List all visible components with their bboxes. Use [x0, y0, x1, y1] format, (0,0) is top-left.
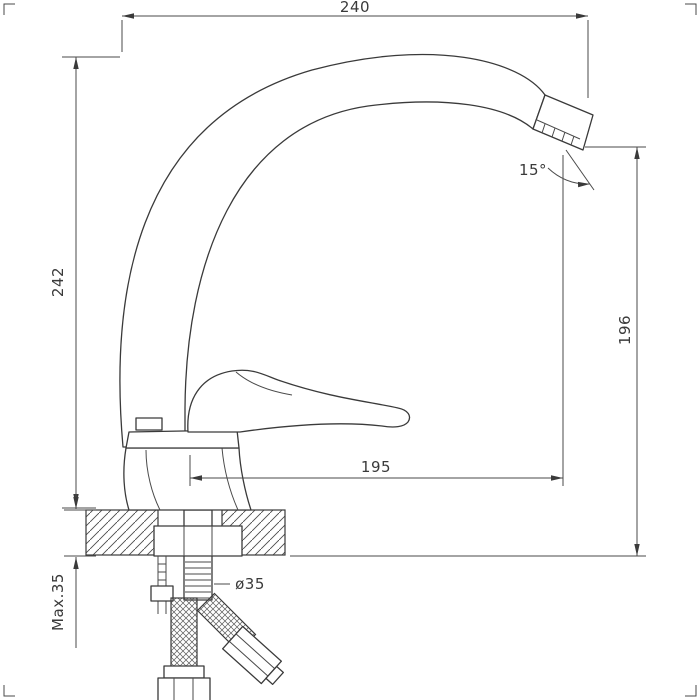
- hose-right-nut: [221, 625, 285, 686]
- dim-label-hole-diameter: ø35: [235, 575, 265, 593]
- dim-label-left-height: 242: [49, 267, 67, 297]
- supply-hoses: [157, 592, 285, 700]
- crop-mark-bottom-left: [3, 685, 15, 697]
- spout-tube: [119, 53, 546, 448]
- logo-plate: [135, 417, 163, 431]
- stud-nut: [150, 585, 174, 602]
- dimension-hole-diameter: ø35: [214, 575, 265, 593]
- mounting-hardware: [150, 509, 243, 614]
- hex-nut-right-facets: [228, 633, 276, 677]
- crop-mark-bottom-right: [685, 685, 697, 697]
- aerator-hatch: [541, 123, 575, 146]
- countertop-section: [85, 509, 286, 556]
- dim-label-right-height: 196: [616, 315, 634, 345]
- crop-mark-top-left: [3, 3, 15, 15]
- fixing-stud: [157, 556, 167, 614]
- angle-arc: [547, 167, 591, 188]
- faucet: [119, 53, 594, 511]
- dim-label-spout-angle: 15°: [519, 161, 547, 179]
- dim-label-top-width: 240: [340, 0, 370, 16]
- dimension-top-width: 240: [121, 0, 589, 98]
- faucet-base: [123, 447, 252, 511]
- hex-nut-left: [157, 677, 211, 700]
- dimension-max-thickness: Max.35: [49, 480, 96, 648]
- hose-left: [170, 597, 198, 669]
- aerator-line: [536, 119, 581, 140]
- dimension-spout-angle: 15°: [519, 149, 595, 191]
- handle-crease: [235, 371, 293, 396]
- mounting-washer: [153, 525, 243, 557]
- hose-right-tip: [265, 665, 285, 686]
- crop-mark-top-right: [685, 3, 697, 15]
- corner-marks: [3, 3, 697, 697]
- dimension-left-height: 242: [49, 56, 120, 509]
- hose-left-collar: [163, 665, 205, 679]
- countertop-left-block: [85, 509, 159, 556]
- dim-label-max-thickness: Max.35: [49, 573, 67, 631]
- dim-label-spout-reach: 195: [361, 458, 391, 476]
- washer-detail-lines: [183, 526, 213, 556]
- hex-nut-left-facets: [173, 678, 194, 700]
- cartridge-ring: [125, 429, 240, 449]
- dimension-spout-reach: 195: [189, 155, 564, 486]
- spout-head: [532, 94, 594, 151]
- shank-threads: [185, 561, 211, 599]
- dimension-right-height: 196: [290, 146, 646, 557]
- handle-lever: [187, 369, 411, 433]
